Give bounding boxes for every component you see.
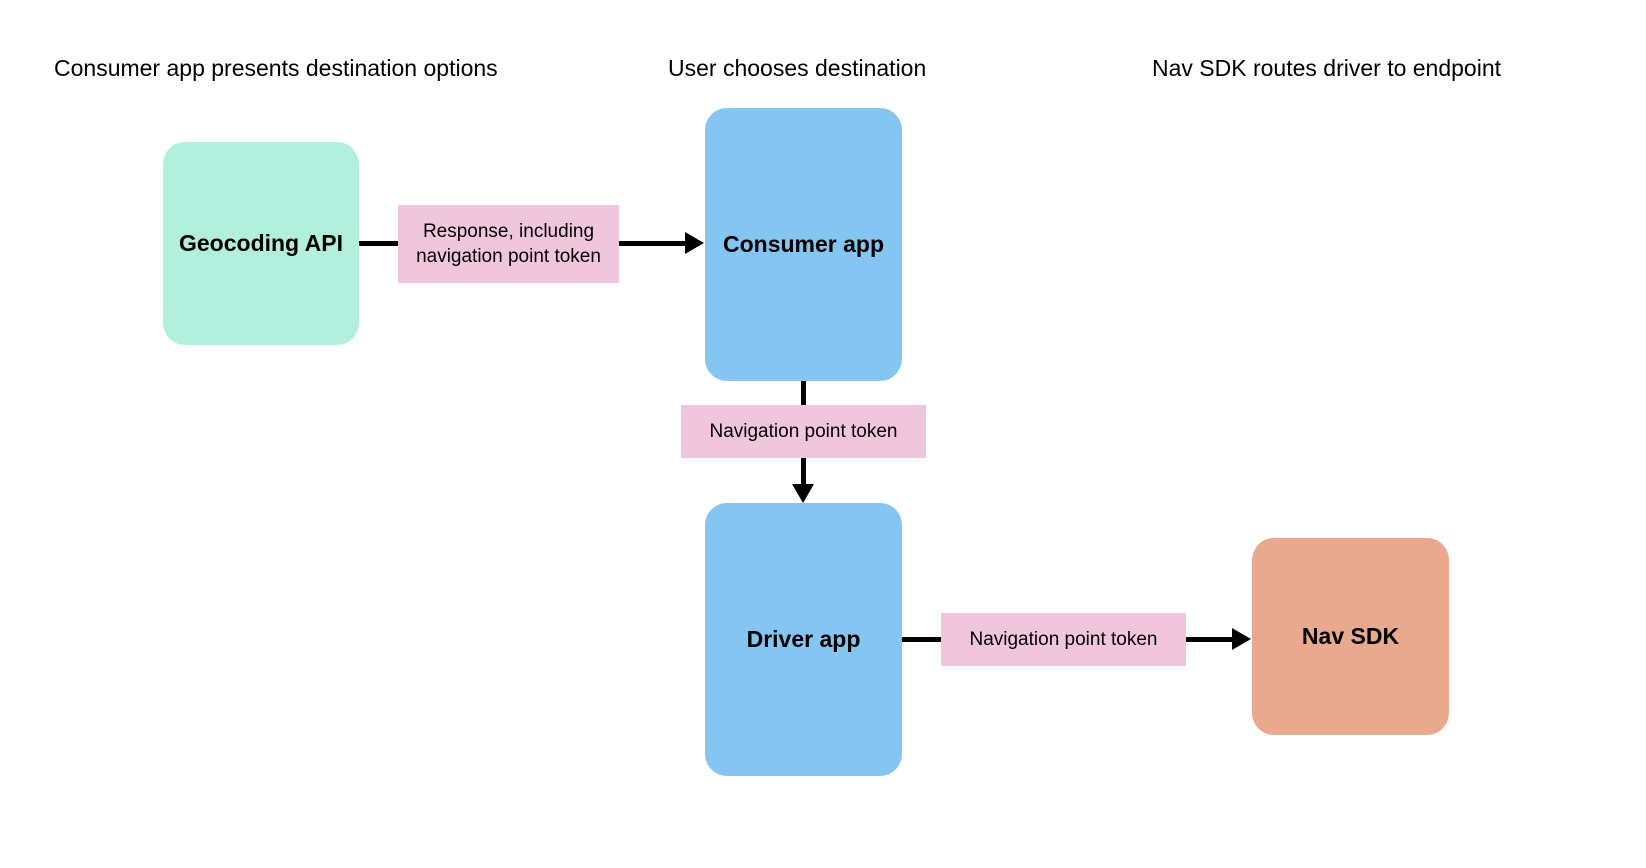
column-header-nav-sdk: Nav SDK routes driver to endpoint — [1152, 55, 1502, 81]
node-nav-sdk[interactable]: Nav SDK — [1252, 538, 1449, 735]
node-nav-sdk-label: Nav SDK — [1301, 623, 1400, 650]
edge-label-nav-token-driver-text: Navigation point token — [969, 628, 1158, 650]
edge-label-navigation-point-token-driver-navsdk: Navigation point token — [941, 613, 1186, 666]
connector-consumer-to-label — [801, 381, 806, 411]
node-geocoding-api-label: Geocoding API — [179, 230, 343, 257]
edge-label-navigation-point-token-consumer-driver: Navigation point token — [681, 405, 926, 458]
edge-label-nav-token-consumer-text: Navigation point token — [709, 420, 898, 442]
node-driver-app-label: Driver app — [746, 626, 861, 653]
connector-label-to-consumer — [619, 241, 687, 246]
column-header-consumer-app: Consumer app presents destination option… — [54, 55, 498, 81]
connector-geocoding-to-label — [359, 241, 401, 246]
node-consumer-app[interactable]: Consumer app — [705, 108, 902, 381]
arrowhead-right-consumer-app — [685, 232, 704, 254]
edge-label-response-including-navigation-point-token: Response, including navigation point tok… — [398, 205, 619, 283]
node-geocoding-api[interactable]: Geocoding API — [163, 142, 359, 345]
arrowhead-down-driver-app — [792, 484, 814, 503]
node-driver-app[interactable]: Driver app — [705, 503, 902, 776]
column-header-user-chooses: User chooses destination — [668, 55, 927, 81]
connector-label-to-navsdk — [1186, 637, 1234, 642]
node-consumer-app-label: Consumer app — [722, 231, 885, 258]
connector-label-to-driver — [801, 455, 806, 493]
edge-label-response-text: Response, including navigation point tok… — [416, 220, 601, 267]
arrowhead-right-nav-sdk — [1232, 628, 1251, 650]
connector-driver-to-label — [902, 637, 946, 642]
